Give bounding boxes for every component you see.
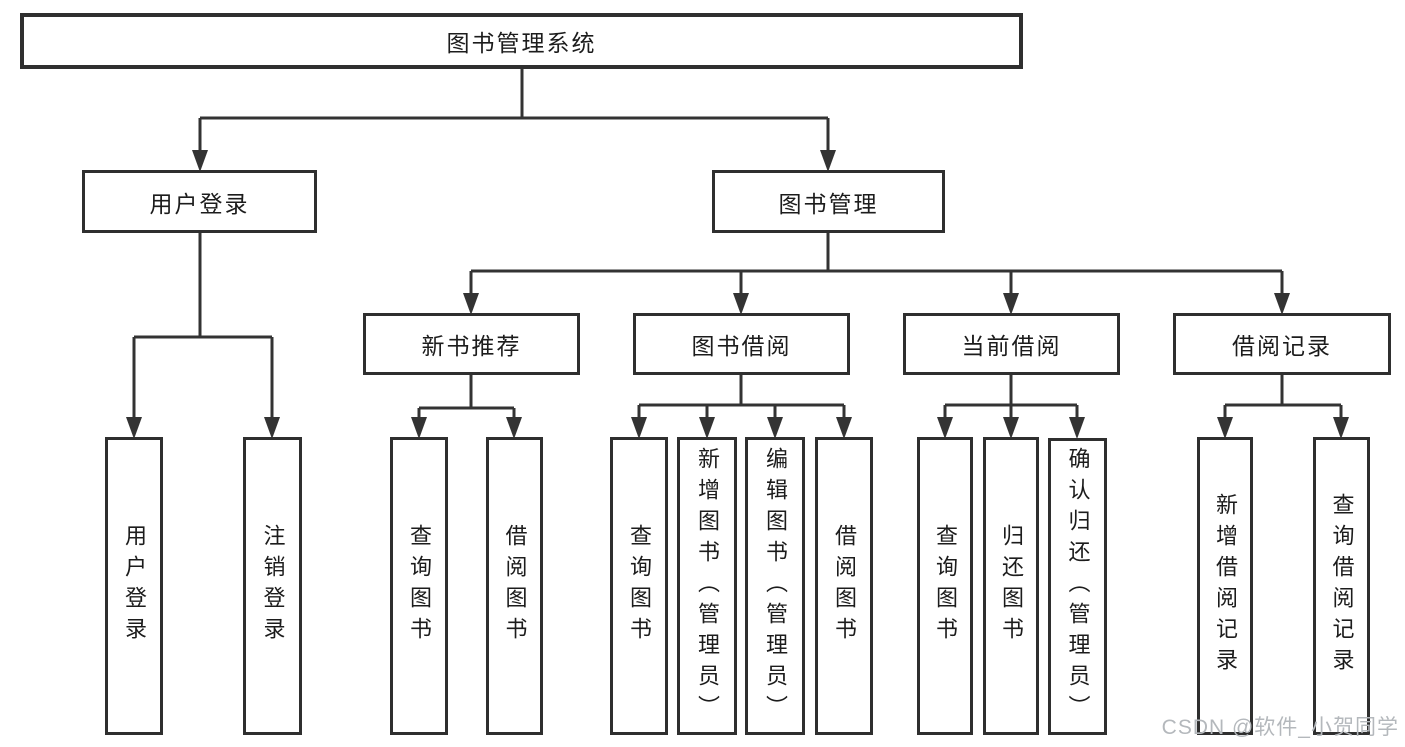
node-book-borrowing: 图书借阅 (633, 313, 850, 375)
leaf-add-books-admin: 新增图书（管理员） (677, 437, 737, 735)
node-label: 新书推荐 (421, 333, 522, 359)
node-label: 借阅记录 (1232, 333, 1332, 359)
leaf-return-books: 归还图书 (983, 437, 1039, 735)
node-label: 查询图书 (933, 524, 958, 648)
node-label: 确认归还（管理员） (1065, 447, 1091, 726)
node-label: 图书管理 (778, 190, 879, 217)
connector-edges (132, 69, 1343, 420)
node-label: 用户登录 (149, 190, 250, 217)
node-book-management-module: 图书管理 (712, 170, 945, 233)
node-library-management-system: 图书管理系统 (20, 13, 1023, 69)
leaf-confirm-return-admin: 确认归还（管理员） (1048, 438, 1107, 735)
node-label: 用户登录 (122, 524, 147, 648)
leaf-query-books-recommend: 查询图书 (390, 437, 448, 735)
node-label: 借阅图书 (832, 524, 857, 648)
arrowheads (126, 150, 1349, 439)
node-label: 图书管理系统 (446, 30, 597, 56)
leaf-borrow-books: 借阅图书 (815, 437, 873, 735)
node-label: 借阅图书 (502, 524, 528, 648)
node-label: 查询图书 (407, 524, 432, 648)
node-label: 当前借阅 (961, 333, 1062, 359)
leaf-borrow-books-recommend: 借阅图书 (486, 437, 543, 735)
node-label: 新增图书（管理员） (695, 446, 720, 726)
csdn-watermark: CSDN @软件_小贺同学 (1161, 716, 1399, 739)
node-label: 归还图书 (999, 524, 1024, 648)
node-new-book-recommendation: 新书推荐 (363, 313, 580, 375)
leaf-query-borrow-record: 查询借阅记录 (1313, 437, 1370, 735)
node-label: 注销登录 (260, 524, 286, 648)
leaf-user-login: 用户登录 (105, 437, 163, 735)
leaf-edit-books-admin: 编辑图书（管理员） (745, 437, 805, 735)
leaf-query-books-current: 查询图书 (917, 437, 973, 735)
leaf-add-borrow-record: 新增借阅记录 (1197, 437, 1253, 735)
node-label: 查询借阅记录 (1329, 493, 1355, 679)
node-label: 查询图书 (627, 524, 652, 648)
node-label: 图书借阅 (691, 333, 792, 359)
node-user-login-module: 用户登录 (82, 170, 317, 233)
node-label: 编辑图书（管理员） (763, 446, 788, 726)
leaf-logout: 注销登录 (243, 437, 302, 735)
node-current-borrowing: 当前借阅 (903, 313, 1120, 375)
node-label: 新增借阅记录 (1213, 493, 1238, 679)
leaf-query-books-borrow: 查询图书 (610, 437, 668, 735)
node-borrowing-records: 借阅记录 (1173, 313, 1391, 375)
